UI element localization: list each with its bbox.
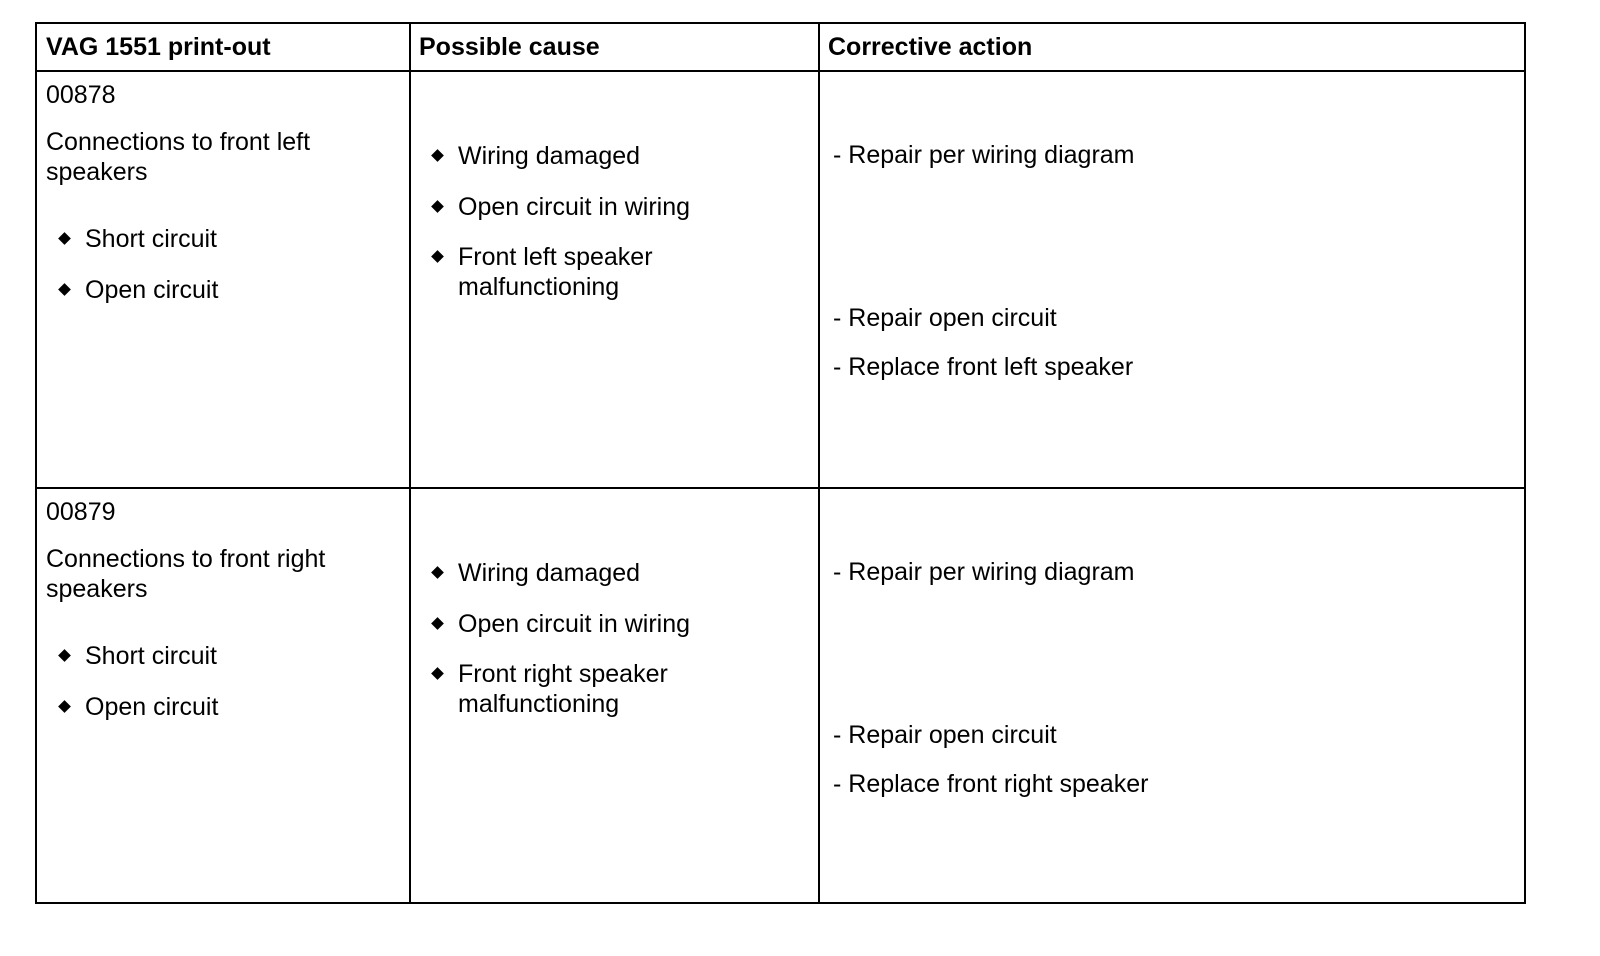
diamond-bullet-icon — [58, 232, 71, 245]
possible-cause: Wiring damaged — [458, 142, 641, 170]
fault-type: Open circuit — [85, 276, 219, 304]
diamond-bullet-icon — [431, 566, 444, 579]
possible-cause-line: malfunctioning — [458, 273, 620, 301]
diamond-bullet-icon — [431, 617, 444, 630]
corrective-action: - Repair per wiring diagram — [833, 141, 1135, 169]
header-possible-cause: Possible cause — [419, 33, 600, 61]
diamond-bullet-icon — [431, 250, 444, 263]
header-printout: VAG 1551 print-out — [46, 33, 271, 61]
possible-cause-line: Front left speaker — [458, 243, 653, 271]
diamond-bullet-icon — [58, 649, 71, 662]
possible-cause-line: Front right speaker — [458, 660, 668, 688]
column-divider-2 — [818, 24, 820, 902]
header-divider — [37, 70, 1524, 72]
column-divider-1 — [409, 24, 411, 902]
possible-cause: Open circuit in wiring — [458, 610, 691, 638]
fault-code: 00879 — [46, 498, 116, 526]
diamond-bullet-icon — [431, 667, 444, 680]
header-corrective-action: Corrective action — [828, 33, 1033, 61]
corrective-action: - Repair open circuit — [833, 721, 1057, 749]
fault-description-line: speakers — [46, 158, 148, 186]
fault-code: 00878 — [46, 81, 116, 109]
fault-type: Short circuit — [85, 225, 217, 253]
possible-cause: Open circuit in wiring — [458, 193, 691, 221]
fault-type: Open circuit — [85, 693, 219, 721]
possible-cause: Wiring damaged — [458, 559, 641, 587]
diamond-bullet-icon — [58, 700, 71, 713]
corrective-action: - Repair open circuit — [833, 304, 1057, 332]
corrective-action: - Replace front right speaker — [833, 770, 1149, 798]
fault-description-line: speakers — [46, 575, 148, 603]
corrective-action: - Repair per wiring diagram — [833, 558, 1135, 586]
diagnostic-table: VAG 1551 print-out Possible cause Correc… — [35, 22, 1526, 904]
fault-description-line: Connections to front right — [46, 545, 326, 573]
corrective-action: - Replace front left speaker — [833, 353, 1134, 381]
possible-cause-line: malfunctioning — [458, 690, 620, 718]
diamond-bullet-icon — [431, 149, 444, 162]
diamond-bullet-icon — [58, 283, 71, 296]
diamond-bullet-icon — [431, 200, 444, 213]
fault-type: Short circuit — [85, 642, 217, 670]
row-divider — [37, 487, 1524, 489]
fault-description-line: Connections to front left — [46, 128, 311, 156]
